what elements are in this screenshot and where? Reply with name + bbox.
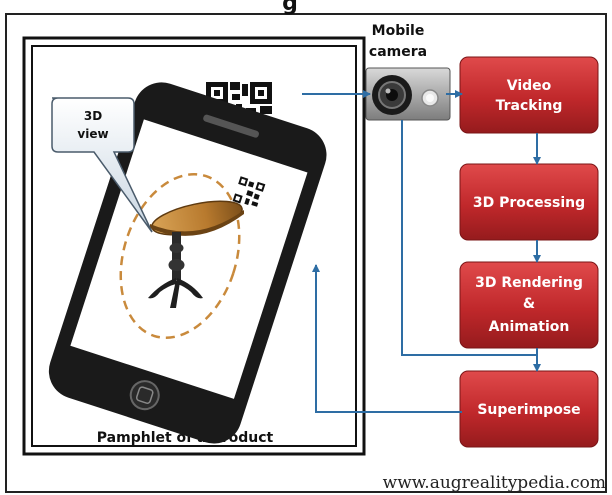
process-step-3d-rendering: 3D Rendering & Animation bbox=[459, 261, 599, 349]
mobile-camera-icon bbox=[365, 67, 451, 121]
arrow-superimpose-to-phone bbox=[312, 264, 462, 413]
table-3d-model-icon bbox=[148, 200, 244, 308]
step-3-line-3: Animation bbox=[489, 319, 570, 335]
step-3-line-2: & bbox=[523, 296, 535, 312]
step-2-line-1: 3D Processing bbox=[473, 195, 585, 211]
flow-arrows bbox=[302, 90, 541, 413]
top-title-fragment: g bbox=[282, 0, 298, 16]
callout-line-1: 3D bbox=[84, 109, 102, 123]
step-1-line-2: Tracking bbox=[496, 98, 563, 114]
process-step-3d-processing: 3D Processing bbox=[459, 163, 599, 241]
step-1-line-1: Video bbox=[507, 78, 552, 94]
footer-url: www.augrealitypedia.com bbox=[383, 473, 606, 493]
arrow-camera-to-superimpose bbox=[401, 120, 537, 356]
process-step-superimpose: Superimpose bbox=[459, 370, 599, 448]
qr-code-icon bbox=[231, 175, 267, 211]
3d-view-callout: 3D view bbox=[51, 97, 153, 233]
camera-label-line-1: Mobile bbox=[372, 23, 425, 39]
step-4-line-1: Superimpose bbox=[477, 402, 580, 418]
camera-label-line-2: camera bbox=[369, 44, 427, 60]
step-3-line-1: 3D Rendering bbox=[475, 275, 583, 291]
model-highlight-ellipse bbox=[119, 173, 241, 339]
outer-frame bbox=[5, 13, 607, 493]
process-step-video-tracking: Video Tracking bbox=[459, 56, 599, 134]
callout-line-2: view bbox=[77, 127, 108, 141]
